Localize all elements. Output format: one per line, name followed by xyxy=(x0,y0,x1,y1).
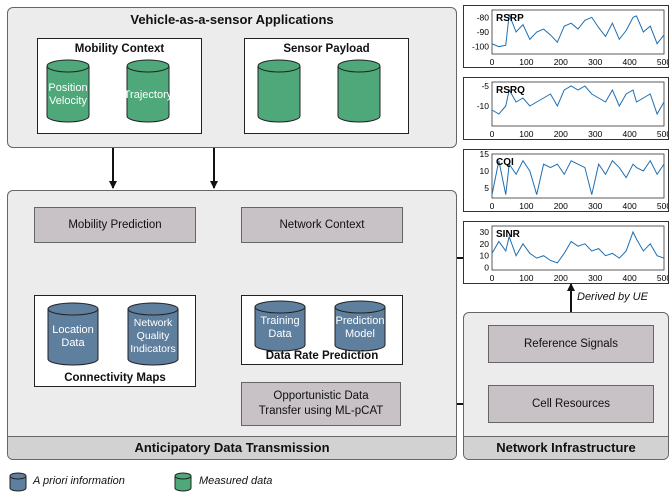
x-tick-label: 100 xyxy=(519,129,533,139)
measured-legend-label: Measured data xyxy=(199,475,273,487)
series-line xyxy=(491,159,665,195)
data-rate-prediction-title: Data Rate Prediction xyxy=(265,350,379,362)
x-tick-label: 300 xyxy=(588,129,602,139)
plot-frame xyxy=(491,225,665,271)
network-quality-cylinder xyxy=(127,302,179,366)
transmission-footer xyxy=(8,436,456,459)
x-tick-label: 100 xyxy=(519,57,533,67)
chart-title: CQI xyxy=(496,157,514,168)
apriori-legend-icon xyxy=(9,472,27,492)
derived-label: Derived by UE xyxy=(577,291,648,303)
y-tick-label: -10 xyxy=(477,101,490,111)
network-quality-label: Network Quality Indicators xyxy=(130,316,176,355)
y-tick-label: 30 xyxy=(480,227,490,237)
series-line xyxy=(491,14,665,48)
x-tick-label: 100 xyxy=(519,273,533,283)
sensor-cylinder-1 xyxy=(257,59,301,123)
applications-panel: Vehicle-as-a-sensor Applications Mobilit… xyxy=(7,7,457,148)
x-tick-label: 200 xyxy=(554,57,568,67)
mobility-context-box: Mobility Context Position Velocity Traje… xyxy=(37,38,202,134)
sensor-payload-title: Sensor Payload xyxy=(283,43,370,55)
x-tick-label: 0 xyxy=(490,57,495,67)
legend: A priori information Measured data xyxy=(9,470,409,494)
y-tick-label: 10 xyxy=(480,166,490,176)
x-tick-label: 0 xyxy=(490,201,495,211)
x-tick-label: 500 xyxy=(657,201,668,211)
reference-signals-block: Reference Signals xyxy=(488,325,654,363)
rsrq-plot: -5 -10 0 100 200 300 400 500 RSRQ xyxy=(477,81,669,139)
series-line xyxy=(491,85,665,116)
y-tick-label: 5 xyxy=(484,183,489,193)
position-velocity-cylinder xyxy=(46,59,90,123)
x-tick-label: 0 xyxy=(490,129,495,139)
data-rate-prediction-box: Training Data Prediction Model Data Rate… xyxy=(241,295,403,365)
mobility-prediction-block: Mobility Prediction xyxy=(34,207,196,243)
y-tick-label: 20 xyxy=(480,239,490,249)
mobility-context-title: Mobility Context xyxy=(74,43,165,55)
x-tick-label: 400 xyxy=(623,273,637,283)
chart-title: RSRQ xyxy=(496,85,525,96)
location-data-cylinder xyxy=(47,302,99,366)
series-line xyxy=(491,230,665,264)
x-tick-label: 400 xyxy=(623,57,637,67)
infrastructure-title: Network Infrastructure xyxy=(496,440,636,455)
trajectory-label: Trajectory xyxy=(123,88,173,101)
y-tick-label: -5 xyxy=(481,81,489,91)
x-tick-label: 200 xyxy=(554,201,568,211)
apriori-legend-label: A priori information xyxy=(33,475,125,487)
chart-title: SINR xyxy=(496,229,521,240)
x-tick-label: 300 xyxy=(588,57,602,67)
x-tick-label: 0 xyxy=(490,273,495,283)
sinr-plot: 30201000100200300400500SINR xyxy=(480,225,669,283)
sensor-payload-box: Sensor Payload xyxy=(244,38,409,134)
y-tick-label: -80 xyxy=(477,12,490,22)
training-data-label: Training Data xyxy=(260,315,300,340)
network-context-block: Network Context xyxy=(241,207,403,243)
y-tick-label: 15 xyxy=(480,150,490,159)
location-data-label: Location Data xyxy=(52,324,94,349)
x-tick-label: 100 xyxy=(519,201,533,211)
infrastructure-footer xyxy=(464,436,668,459)
x-tick-label: 400 xyxy=(623,201,637,211)
cqi-plot: 15 10 50 100 200 300 400 500 CQI xyxy=(480,149,669,211)
rsrq-chart: -5 -10 0 100 200 300 400 500 RSRQ xyxy=(463,77,669,140)
x-tick-label: 400 xyxy=(623,129,637,139)
y-tick-label: -90 xyxy=(477,27,490,37)
x-tick-label: 200 xyxy=(554,273,568,283)
x-tick-label: 500 xyxy=(657,57,668,67)
x-tick-label: 300 xyxy=(588,273,602,283)
sensor-cylinder-2 xyxy=(337,59,381,123)
x-tick-label: 500 xyxy=(657,273,668,283)
trajectory-cylinder xyxy=(126,59,170,123)
y-tick-label: 10 xyxy=(480,251,490,261)
x-tick-label: 200 xyxy=(554,129,568,139)
transmission-panel: Anticipatory Data Transmission Mobility … xyxy=(7,190,457,460)
cqi-chart: 15 10 50 100 200 300 400 500 CQI xyxy=(463,149,669,212)
x-tick-label: 300 xyxy=(588,201,602,211)
transmission-title: Anticipatory Data Transmission xyxy=(134,440,330,455)
y-tick-label: -100 xyxy=(472,42,489,52)
opportunistic-transfer-block: Opportunistic Data Transfer using ML-pCA… xyxy=(241,382,401,426)
applications-title: Vehicle-as-a-sensor Applications xyxy=(130,12,334,27)
plot-frame xyxy=(491,9,665,55)
prediction-model-cylinder xyxy=(334,300,386,352)
infrastructure-panel: Network Infrastructure Reference Signals… xyxy=(463,312,669,460)
x-tick-label: 500 xyxy=(657,129,668,139)
plot-frame xyxy=(491,81,665,127)
cell-resources-block: Cell Resources xyxy=(488,385,654,423)
connectivity-maps-title: Connectivity Maps xyxy=(64,372,166,384)
connectivity-maps-box: Location Data Network Quality Indicators… xyxy=(34,295,196,387)
measured-legend-icon xyxy=(174,472,192,492)
chart-title: RSRP xyxy=(496,13,524,24)
training-data-cylinder xyxy=(254,300,306,352)
sinr-chart: 30201000100200300400500SINR xyxy=(463,221,669,284)
position-velocity-label: Position Velocity xyxy=(48,82,88,107)
signal-charts: -80-90-1000100200300400500RSRP -5-100100… xyxy=(463,5,669,284)
y-tick-label: 0 xyxy=(484,263,489,273)
plot-frame xyxy=(491,153,665,199)
prediction-model-label: Prediction Model xyxy=(335,315,385,340)
